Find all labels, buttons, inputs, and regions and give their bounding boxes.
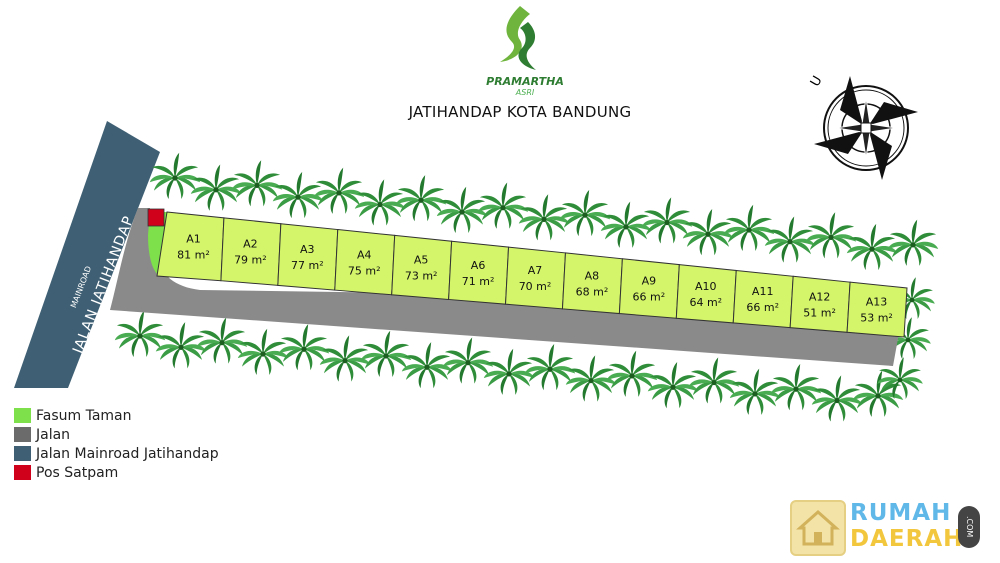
plot-a8[interactable]: [561, 252, 623, 315]
plot-id-label: A3: [300, 243, 315, 256]
page-title: JATIHANDAP KOTA BANDUNG: [408, 103, 632, 121]
legend-item: Fasum Taman: [14, 406, 219, 425]
fasum-taman: [148, 212, 167, 276]
legend-label: Jalan Mainroad Jatihandap: [36, 445, 219, 462]
plot-id-label: A11: [752, 285, 774, 298]
plot-area-label: 75 m²: [348, 264, 381, 277]
legend-label: Pos Satpam: [36, 464, 119, 481]
legend-swatch: [14, 446, 31, 461]
brand-sub: ASRI: [515, 88, 535, 97]
plot-area-label: 53 m²: [860, 312, 893, 325]
pos-satpam: [147, 208, 165, 227]
legend-swatch: [14, 408, 31, 423]
legend-swatch: [14, 465, 31, 480]
plot-a11[interactable]: [732, 269, 794, 329]
plot-id-label: A10: [695, 280, 717, 293]
plot-area-label: 51 m²: [803, 306, 836, 319]
plot-area-label: 66 m²: [746, 301, 779, 314]
plot-area-label: 71 m²: [462, 275, 495, 288]
legend-swatch: [14, 427, 31, 442]
plot-area-label: 68 m²: [576, 285, 609, 298]
plot-a12[interactable]: [789, 275, 851, 333]
mainroad-jatihandap: [14, 121, 160, 388]
plot-id-label: A6: [471, 259, 486, 272]
plot-a1[interactable]: [156, 211, 225, 282]
plot-id-label: A12: [809, 290, 831, 303]
plot-a2[interactable]: [220, 217, 282, 286]
plot-area-label: 73 m²: [405, 270, 438, 283]
legend-label: Fasum Taman: [36, 407, 132, 424]
legend-item: Jalan Mainroad Jatihandap: [14, 444, 219, 463]
palm-tree-icon: [887, 219, 939, 266]
house-icon: [790, 500, 846, 556]
plot-a3[interactable]: [277, 223, 339, 291]
plot-area-label: 70 m²: [519, 280, 552, 293]
watermark: RUMAH DAERAH .COM: [790, 500, 990, 556]
watermark-line1: RUMAH: [850, 500, 952, 526]
plot-a10[interactable]: [675, 264, 737, 324]
plot-id-label: A8: [585, 269, 600, 282]
plot-id-label: A2: [243, 238, 258, 251]
plot-id-label: A5: [414, 254, 429, 267]
watermark-suffix: .COM: [958, 506, 980, 548]
plot-area-label: 77 m²: [291, 259, 324, 272]
legend-item: Pos Satpam: [14, 463, 219, 482]
plot-group: A1 81 m² A2 79 m² A3 77 m² A4 75 m² A5 73 m² A6 71 …: [156, 211, 908, 338]
plot-id-label: A7: [528, 264, 543, 277]
plot-area-label: 79 m²: [234, 254, 267, 267]
brand-name: PRAMARTHA: [486, 75, 564, 88]
plot-area-label: 81 m²: [177, 248, 210, 261]
legend-item: Jalan: [14, 425, 219, 444]
watermark-line2: DAERAH: [850, 526, 964, 552]
compass-icon: [814, 76, 918, 180]
plot-a9[interactable]: [618, 258, 680, 319]
legend: Fasum Taman Jalan Jalan Mainroad Jatihan…: [14, 406, 219, 482]
legend-label: Jalan: [36, 426, 71, 443]
plot-a13[interactable]: [846, 281, 908, 338]
plot-a4[interactable]: [334, 228, 396, 296]
plot-a6[interactable]: [448, 240, 510, 305]
plot-a5[interactable]: [391, 234, 453, 301]
palm-tree-icon: [852, 370, 904, 417]
brand-logo-icon: [500, 6, 536, 70]
plot-id-label: A9: [642, 275, 657, 288]
plot-area-label: 64 m²: [689, 296, 722, 309]
plot-id-label: A1: [186, 232, 201, 245]
plot-a7[interactable]: [505, 246, 566, 310]
plot-id-label: A4: [357, 248, 372, 261]
plot-area-label: 66 m²: [633, 291, 666, 304]
plot-id-label: A13: [866, 296, 888, 309]
access-road: [110, 208, 905, 366]
